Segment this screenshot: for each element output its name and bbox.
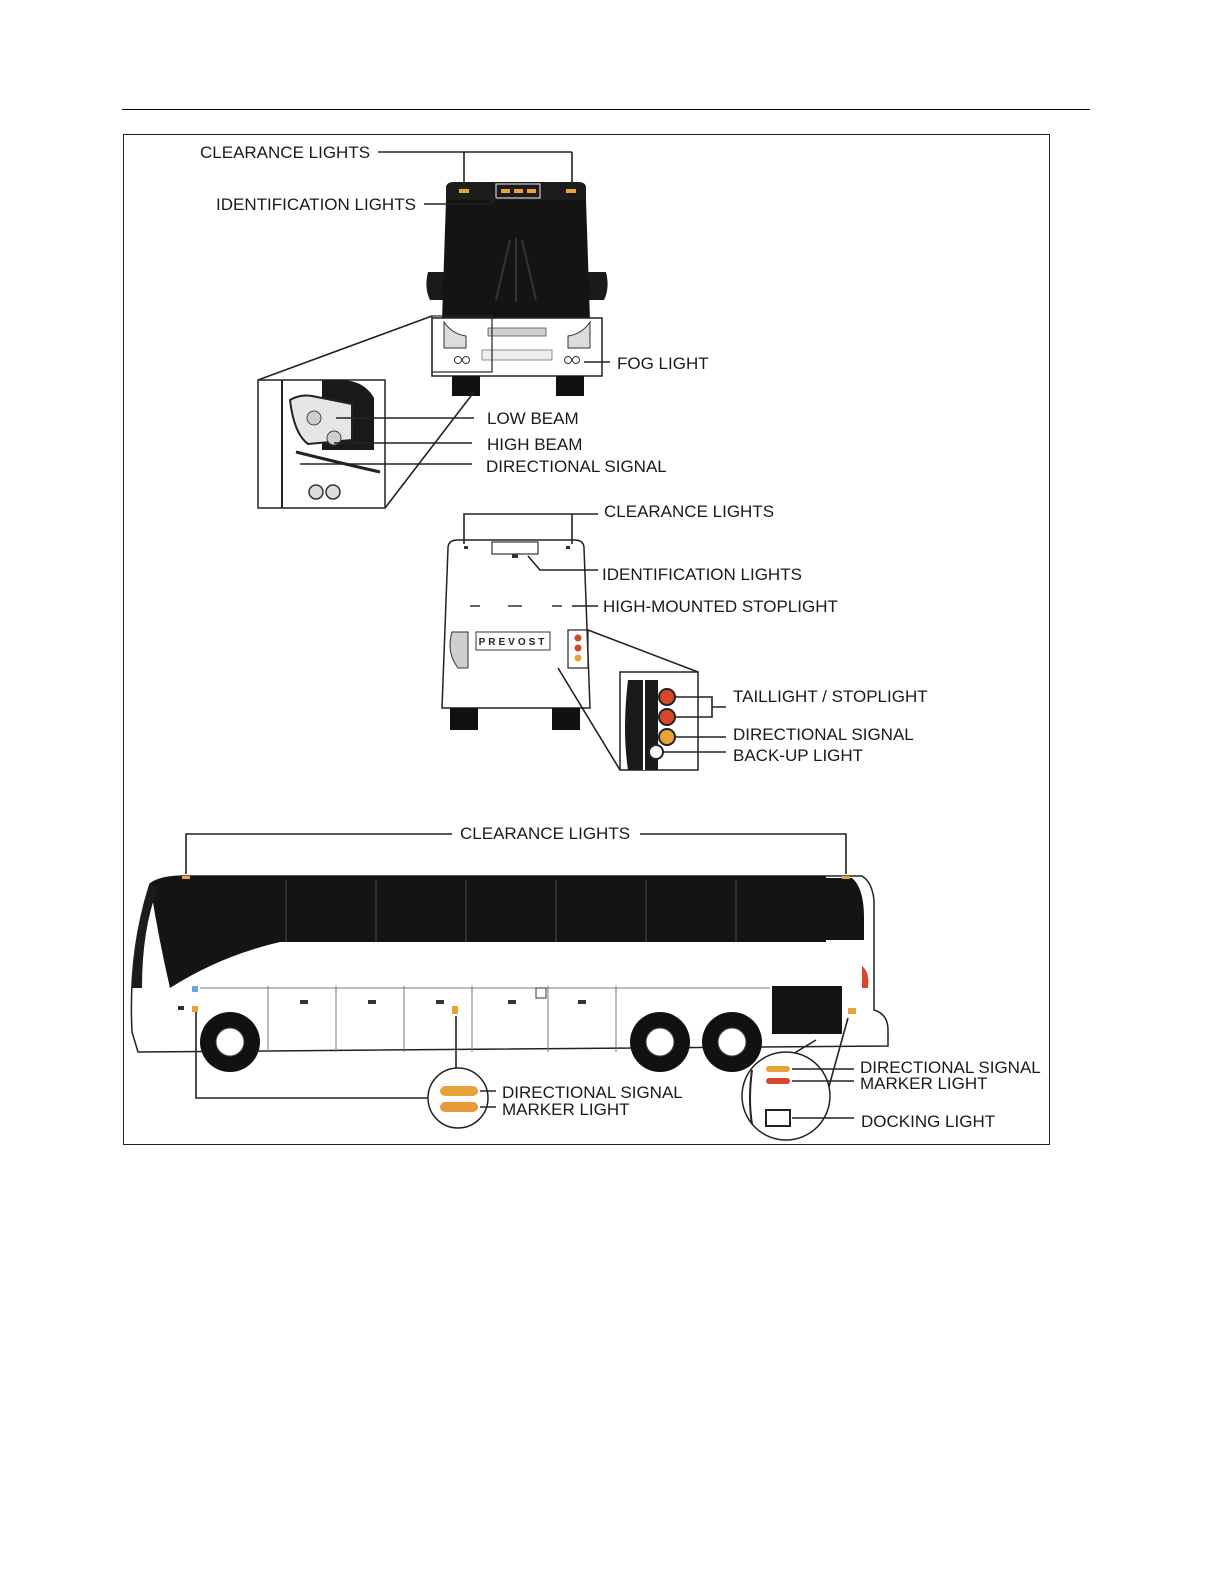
label-docking-light: DOCKING LIGHT [861, 1112, 995, 1131]
label-front-directional-signal: DIRECTIONAL SIGNAL [486, 457, 667, 476]
label-side-marker-light: MARKER LIGHT [502, 1100, 630, 1119]
label-rear-identification-lights: IDENTIFICATION LIGHTS [602, 565, 802, 584]
side-marker-callout [427, 1067, 489, 1129]
label-front-identification-lights: IDENTIFICATION LIGHTS [216, 195, 416, 214]
label-rear-clearance-lights: CLEARANCE LIGHTS [604, 502, 774, 521]
label-rear-directional-signal: DIRECTIONAL SIGNAL [733, 725, 914, 744]
label-fog-light: FOG LIGHT [617, 354, 709, 373]
label-high-beam: HIGH BEAM [487, 435, 582, 454]
figure-frame [123, 134, 1050, 1145]
rear-view-coach: PREVOST [441, 539, 591, 730]
rear-corner-callout [741, 1051, 831, 1141]
label-front-clearance-lights: CLEARANCE LIGHTS [200, 143, 370, 162]
taillight-detail-inset [557, 629, 699, 771]
page-header-rule [122, 109, 1090, 110]
label-taillight-stoplight: TAILLIGHT / STOPLIGHT [733, 687, 928, 706]
rear-brand-badge: PREVOST [479, 637, 548, 648]
side-view-coach [130, 875, 889, 1072]
label-backup-light: BACK-UP LIGHT [733, 746, 863, 765]
label-low-beam: LOW BEAM [487, 409, 579, 428]
label-side-clearance-lights: CLEARANCE LIGHTS [460, 824, 630, 843]
label-rear-corner-marker-light: MARKER LIGHT [860, 1074, 988, 1093]
label-side-directional-signal: DIRECTIONAL SIGNAL [502, 1083, 683, 1102]
label-high-mounted-stoplight: HIGH-MOUNTED STOPLIGHT [603, 597, 838, 616]
front-view-coach [426, 182, 608, 396]
headlight-detail-inset [257, 315, 475, 509]
label-rear-corner-directional-signal: DIRECTIONAL SIGNAL [860, 1058, 1041, 1077]
